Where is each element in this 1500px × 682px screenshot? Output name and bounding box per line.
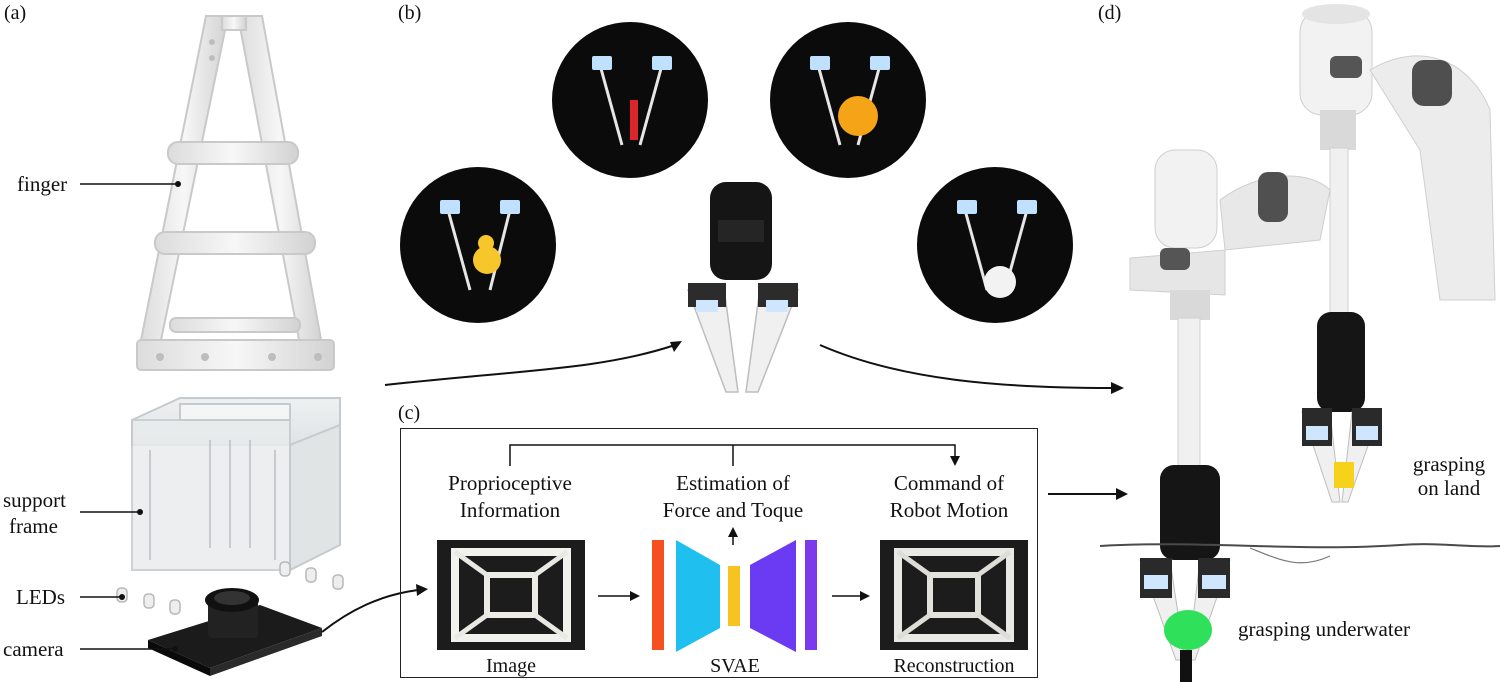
stage-command-line1: Command of <box>893 471 1005 495</box>
label-support-frame-line1: support <box>3 488 66 512</box>
panel-label-a: (a) <box>4 2 27 24</box>
caption-image: Image <box>486 655 536 677</box>
stage-proprioceptive: Proprioceptive Information <box>420 470 600 524</box>
stage-estimation-line1: Estimation of <box>676 471 790 495</box>
central-gripper-model <box>686 182 800 393</box>
support-frame-model <box>131 397 341 572</box>
pipeline-box <box>400 428 1038 678</box>
stage-command-line2: Robot Motion <box>889 498 1009 522</box>
label-grasping-on-land: grasping on land <box>1404 452 1494 500</box>
stage-proprioceptive-line1: Proprioceptive <box>448 471 572 495</box>
label-grasping-on-land-line1: grasping <box>1412 452 1486 476</box>
flow-arrows <box>321 344 1118 633</box>
panel-label-d: (d) <box>1098 2 1122 24</box>
label-grasping-on-land-line2: on land <box>1417 476 1481 500</box>
robot-arms-illustration <box>1099 4 1500 682</box>
finger-model <box>136 15 335 371</box>
label-camera: camera <box>3 637 64 661</box>
stage-estimation-line2: Force and Toque <box>662 498 804 522</box>
tactile-image-input <box>437 540 585 650</box>
led-components <box>116 561 344 615</box>
panel-label-c: (c) <box>398 402 421 424</box>
caption-reconstruction: Reconstruction <box>893 655 1015 677</box>
stage-command: Command of Robot Motion <box>864 470 1034 524</box>
stage-proprioceptive-line2: Information <box>459 498 561 522</box>
label-support-frame-line2: frame <box>9 514 58 538</box>
label-finger: finger <box>17 172 68 196</box>
label-grasping-underwater: grasping underwater <box>1238 617 1411 641</box>
panel-label-b: (b) <box>398 2 422 24</box>
svae-network-diagram <box>652 540 817 652</box>
label-leds: LEDs <box>16 585 65 609</box>
grasped-objects <box>473 96 1016 298</box>
caption-svae: SVAE <box>710 655 760 677</box>
stage-estimation: Estimation of Force and Toque <box>633 470 833 524</box>
tactile-image-reconstruction <box>880 540 1028 650</box>
finger-holes <box>156 39 322 361</box>
